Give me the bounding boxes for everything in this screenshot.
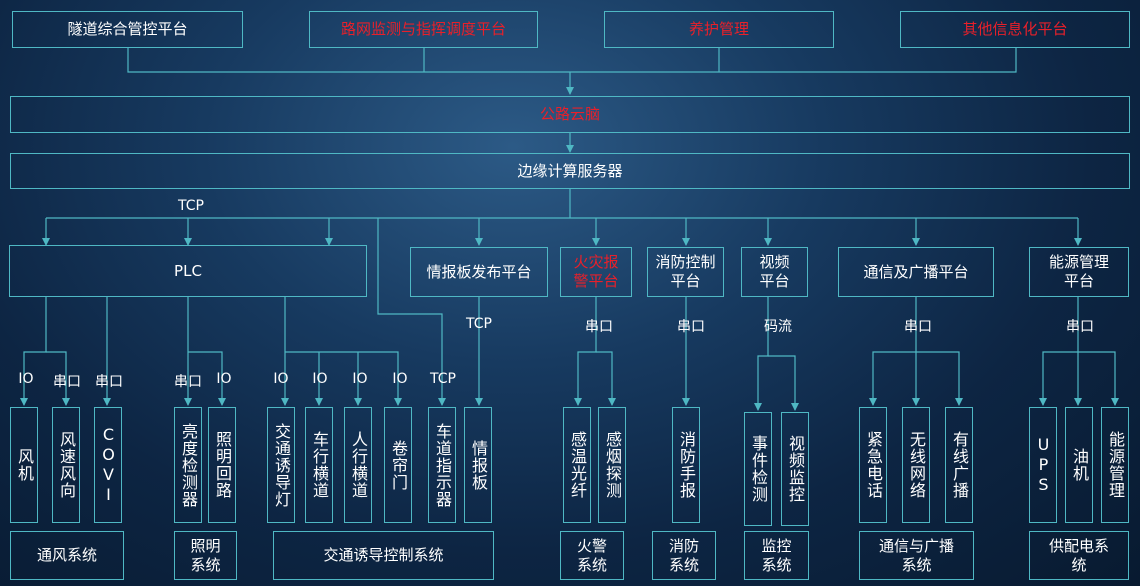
highway-cloud-brain-box: 公路云脑: [10, 96, 1130, 133]
device-ups: UPS: [1029, 407, 1057, 523]
maintenance-platform-box: 养护管理: [604, 11, 834, 48]
device-wireless: 无线网络: [902, 407, 930, 523]
system-fire: 火警系统: [560, 531, 624, 580]
video-platform-box: 视频平台: [741, 247, 808, 297]
comm-broadcast-platform-box: 通信及广播平台: [838, 247, 994, 297]
device-event-detect: 事件检测: [744, 412, 772, 526]
system-monitoring: 监控系统: [744, 531, 809, 580]
device-lane-indicator: 车道指示器: [428, 407, 456, 523]
tcp-label-lane-indicator: TCP: [430, 371, 456, 387]
system-comm: 通信与广播系统: [859, 531, 974, 580]
video-stream-label: 码流: [764, 319, 792, 335]
device-fan: 风机: [10, 407, 38, 523]
fire-control-platform-box: 消防控制平台: [647, 247, 724, 297]
io-label-traffic-light: IO: [273, 371, 289, 387]
info-board-platform-box: 情报板发布平台: [410, 247, 548, 297]
tcp-label-edge: TCP: [178, 198, 204, 214]
device-smoke: 感烟探测: [598, 407, 626, 523]
road-network-platform-box: 路网监测与指挥调度平台: [309, 11, 538, 48]
io-label-pedestrian-cross: IO: [352, 371, 368, 387]
io-label-fan: IO: [18, 371, 34, 387]
io-label-lighting: IO: [216, 371, 232, 387]
serial-label-brightness: 串口: [174, 374, 202, 390]
fire-alarm-platform-box: 火灾报警平台: [560, 247, 632, 297]
io-label-shutter: IO: [392, 371, 408, 387]
serial-label-covi: 串口: [95, 374, 123, 390]
serial-label-fire-control: 串口: [677, 319, 705, 335]
serial-label-fire-alarm: 串口: [585, 319, 613, 335]
device-video-monitor: 视频监控: [781, 412, 809, 526]
device-pedestrian-cross: 人行横道: [344, 407, 372, 523]
tunnel-platform-box: 隧道综合管控平台: [12, 11, 243, 48]
system-fire-protection: 消防系统: [652, 531, 716, 580]
system-ventilation: 通风系统: [10, 531, 124, 580]
edge-server-box: 边缘计算服务器: [10, 153, 1130, 189]
device-temp-fiber: 感温光纤: [563, 407, 591, 523]
device-covi: COVI: [94, 407, 122, 523]
device-shutter: 卷帘门: [384, 407, 412, 523]
device-wired-broadcast: 有线广播: [945, 407, 973, 523]
system-traffic: 交通诱导控制系统: [273, 531, 494, 580]
device-hydrant: 消防手报: [672, 407, 700, 523]
device-lighting-loop: 照明回路: [208, 407, 236, 523]
device-wind: 风速风向: [52, 407, 80, 523]
system-power: 供配电系统: [1029, 531, 1129, 580]
device-brightness: 亮度检测器: [174, 407, 202, 523]
device-generator: 油机: [1065, 407, 1093, 523]
other-platform-box: 其他信息化平台: [900, 11, 1130, 48]
device-emergency-phone: 紧急电话: [859, 407, 887, 523]
serial-label-energy: 串口: [1066, 319, 1094, 335]
device-info-board: 情报板: [464, 407, 492, 523]
io-label-vehicle-cross: IO: [312, 371, 328, 387]
energy-platform-box: 能源管理平台: [1029, 247, 1129, 297]
device-energy-mgmt: 能源管理: [1101, 407, 1129, 523]
serial-label-comm: 串口: [904, 319, 932, 335]
device-traffic-light: 交通诱导灯: [267, 407, 295, 523]
system-lighting: 照明系统: [174, 531, 237, 580]
plc-box: PLC: [9, 245, 367, 297]
serial-label-wind: 串口: [53, 374, 81, 390]
device-vehicle-cross: 车行横道: [305, 407, 333, 523]
tcp-label-info-board: TCP: [466, 316, 492, 332]
